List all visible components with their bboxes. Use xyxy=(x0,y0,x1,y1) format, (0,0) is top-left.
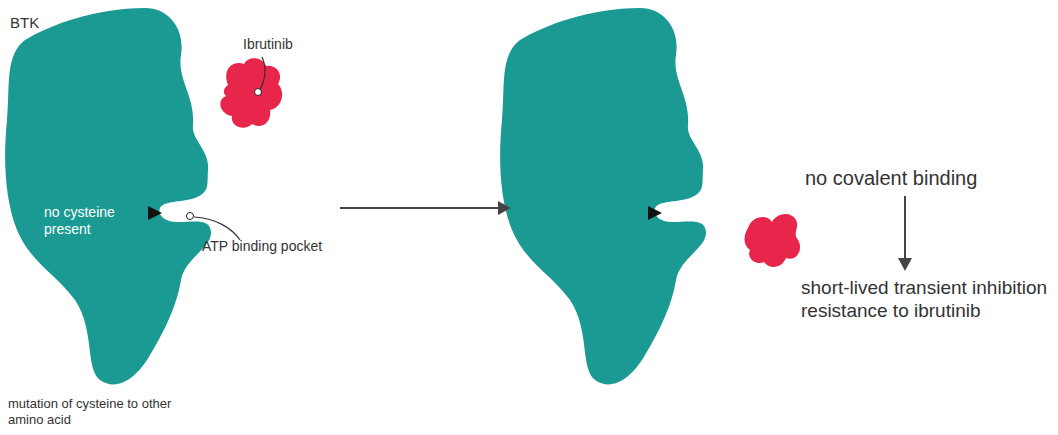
ibrutinib-shape xyxy=(220,58,282,127)
protein-blob xyxy=(500,8,706,384)
note-label: no covalent binding xyxy=(805,166,1045,190)
protein-outline xyxy=(5,8,211,384)
site-label: no cysteine present xyxy=(44,204,140,238)
leader-dot xyxy=(187,213,194,220)
cysteine-marker xyxy=(148,206,162,220)
down-arrow xyxy=(904,196,906,260)
pocket-label: ATP binding pocket xyxy=(202,238,362,255)
result-label: short-lived transient inhibition resista… xyxy=(801,277,1053,323)
protein-shape xyxy=(0,0,240,395)
cysteine-marker xyxy=(648,206,662,220)
leader-line xyxy=(260,57,265,90)
caption-note: mutation of cysteine to other amino acid xyxy=(8,396,183,427)
drug-label: Ibrutinib xyxy=(243,36,333,53)
process-arrow xyxy=(340,207,498,209)
protein-name: BTK xyxy=(10,14,90,32)
arrow-head xyxy=(498,201,511,215)
protein-blob: BTK no cysteine present xyxy=(0,0,240,395)
arrow-head xyxy=(898,258,912,271)
ibrutinib-shape xyxy=(745,214,801,267)
